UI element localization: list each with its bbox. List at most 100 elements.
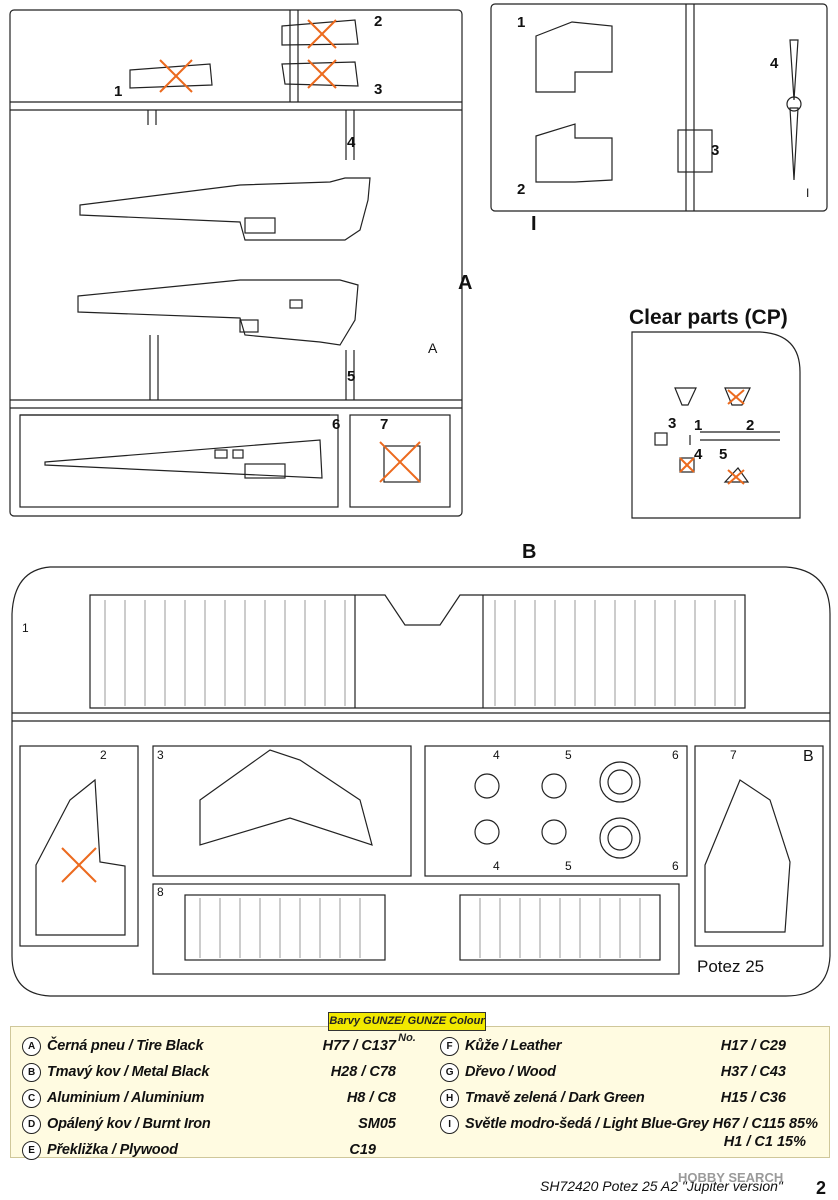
part-number: 6 [672, 859, 679, 873]
part-number: 6 [672, 748, 679, 762]
part-number: 5 [719, 446, 728, 463]
colour-code: SM05 [358, 1116, 396, 1132]
wheel-4a [474, 773, 500, 799]
colour-badge: I [440, 1114, 459, 1134]
colour-code: H8 / C8 [346, 1090, 396, 1106]
fuselage-half-lower [77, 279, 359, 346]
sprue-a-tag: A [428, 340, 438, 356]
part-number: 4 [770, 55, 779, 72]
lower-wing-left [184, 894, 386, 961]
tire-6a [599, 761, 641, 803]
colour-name: Tmavě zelená / Dark Green [465, 1090, 645, 1106]
page-number: 2 [816, 1178, 827, 1198]
fuselage-panel-6 [44, 439, 323, 479]
sprue-b-frame [11, 566, 831, 997]
colour-legend [10, 1026, 830, 1158]
colour-badge: G [440, 1062, 459, 1082]
sprue-b-box-7 [694, 745, 824, 947]
colour-row: C Aluminium / Aluminium [22, 1086, 204, 1110]
colour-badge: C [22, 1088, 41, 1108]
sprue-b-box-456 [424, 745, 688, 877]
sprue-i-frame [490, 3, 828, 212]
colour-name: Černá pneu / Tire Black [47, 1038, 204, 1054]
propeller-blade-top [789, 39, 799, 101]
colour-badge: B [22, 1062, 41, 1082]
colour-name: Aluminium / Aluminium [47, 1090, 205, 1106]
part-number: 7 [730, 748, 737, 762]
sprue-label-i: I [531, 213, 537, 235]
clear-parts-frame [631, 331, 801, 519]
sprue-a-frame [9, 9, 463, 517]
part-number: 4 [493, 859, 500, 873]
part-number: 8 [157, 885, 164, 899]
fuselage-half-upper [79, 177, 371, 241]
colour-code: H67 / C115 85% [712, 1116, 818, 1132]
colour-name: Dřevo / Wood [465, 1064, 556, 1080]
part-number: 1 [517, 14, 526, 31]
part-number: 6 [332, 416, 341, 433]
tailplane [199, 749, 373, 846]
potez-sprue-tag: Potez 25 [697, 957, 765, 976]
part-i3 [677, 129, 713, 173]
part-number: 2 [517, 181, 526, 198]
rudder-7 [704, 779, 791, 933]
colour-code: H28 / C78 [330, 1064, 396, 1080]
part-i2 [535, 123, 613, 183]
sprue-a-box-7 [349, 414, 451, 508]
colour-code: H77 / C137 [322, 1038, 396, 1054]
upper-wing [89, 594, 746, 709]
part-number: 4 [347, 134, 356, 151]
sprue-label-a: A [458, 272, 473, 294]
part-number: 3 [711, 142, 720, 159]
colour-row: I Světle modro-šedá / Light Blue-Grey [440, 1112, 709, 1136]
sprue-i-tag: I [806, 186, 810, 200]
colour-name: Opálený kov / Burnt Iron [47, 1116, 211, 1132]
part-number: 2 [374, 13, 383, 30]
sprue-a-lower-box [19, 414, 339, 508]
wheel-5a [541, 773, 567, 799]
colour-row: G Dřevo / Wood [440, 1060, 556, 1084]
lower-wing-right [459, 894, 661, 961]
colour-badge: D [22, 1114, 41, 1134]
part-number: 4 [694, 446, 703, 463]
colour-name: Tmavý kov / Metal Black [47, 1064, 210, 1080]
watermark: HOBBY SEARCH [678, 1170, 784, 1185]
colour-code: C19 [349, 1142, 376, 1158]
part-number: 2 [100, 748, 107, 762]
colour-row: B Tmavý kov / Metal Black [22, 1060, 209, 1084]
colour-code: H1 / C1 15% [723, 1134, 806, 1150]
colour-name: Překližka / Plywood [47, 1142, 178, 1158]
footer-title: SH72420 Potez 25 A2 "Jupiter version" [540, 1178, 783, 1194]
part-number: 1 [114, 83, 123, 100]
rudder-2 [35, 778, 126, 936]
colour-row: D Opálený kov / Burnt Iron [22, 1112, 211, 1136]
propeller-hub [786, 96, 802, 112]
part-number: 3 [157, 748, 164, 762]
colour-code: H37 / C43 [720, 1064, 786, 1080]
colour-badge: H [440, 1088, 459, 1108]
wheel-5b [541, 819, 567, 845]
part-a2 [281, 19, 359, 46]
part-number: 3 [668, 415, 677, 432]
part-number: 1 [694, 417, 703, 434]
colour-name: Světle modro-šedá / Light Blue-Grey [465, 1116, 709, 1132]
colour-name: Kůže / Leather [465, 1038, 562, 1054]
clear-parts-title: Clear parts (CP) [629, 306, 788, 329]
part-a1 [129, 63, 213, 89]
propeller-blade-bottom [789, 107, 799, 181]
part-number: 7 [380, 416, 389, 433]
part-i1 [535, 21, 613, 93]
wheel-4b [474, 819, 500, 845]
sprue-label-b: B [522, 541, 537, 563]
part-a3 [281, 61, 359, 87]
tire-6b [599, 817, 641, 859]
part-number: 3 [374, 81, 383, 98]
part-number: 5 [565, 859, 572, 873]
sprue-b-box-8 [152, 883, 680, 975]
part-number: 4 [493, 748, 500, 762]
colour-row: H Tmavě zelená / Dark Green [440, 1086, 645, 1110]
colour-code: H17 / C29 [720, 1038, 786, 1054]
